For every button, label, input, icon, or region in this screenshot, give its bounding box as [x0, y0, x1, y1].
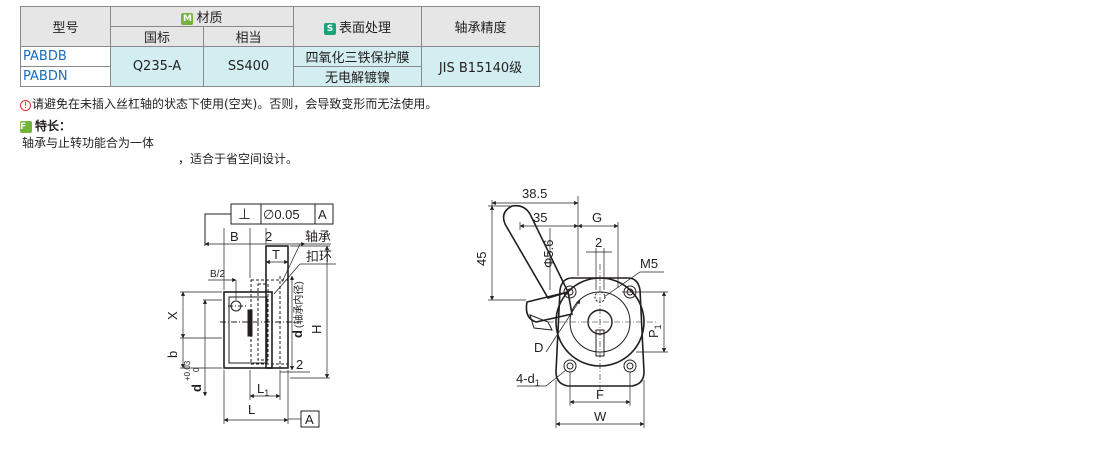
model-cell-pabdb: PABDB — [20, 46, 111, 67]
tolerance-datum: A — [318, 207, 327, 222]
dim-m5: M5 — [640, 256, 658, 271]
tolerance-value: ∅0.05 — [263, 207, 300, 222]
dim-2-bottom: 2 — [296, 357, 303, 372]
surface-badge-icon: S — [323, 23, 336, 35]
dim-4-d1: 4-d1 — [516, 371, 540, 388]
dim-x: X — [165, 311, 180, 320]
material-eq-cell: SS400 — [203, 46, 294, 87]
dim-d-inner-note: (轴承内径) — [292, 281, 305, 328]
dim-d-tol-lower: 0 — [192, 367, 201, 372]
perpendicularity-symbol: ⊥ — [238, 206, 251, 223]
material-std-cell: Q235-A — [110, 46, 204, 87]
dim-phi-5-6: Φ5.6 — [541, 240, 556, 268]
surface-cell-pabdn: 无电解镀镍 — [293, 66, 422, 87]
dim-l: L — [248, 402, 255, 417]
dim-45: 45 — [474, 252, 489, 266]
dim-h: H — [309, 325, 324, 334]
material-badge-icon: M — [181, 13, 194, 25]
side-view-drawing — [180, 203, 336, 428]
dim-d-inner: d — [290, 330, 305, 338]
header-material-std: 国标 — [110, 26, 204, 47]
usage-note: !请避免在未插入丝杠轴的状态下使用(空夹)。否则，会导致变形而无法使用。 — [20, 97, 437, 111]
dim-l1: L1 — [257, 381, 269, 398]
dim-p1: P1 — [646, 324, 663, 338]
dim-b: B — [230, 229, 239, 244]
dim-t: T — [272, 247, 280, 262]
dim-d-tol-upper: +0.03 — [183, 360, 192, 381]
dim-w: W — [594, 409, 607, 424]
dim-f: F — [596, 387, 604, 402]
header-precision: 轴承精度 — [421, 6, 540, 47]
dim-d: d — [189, 384, 204, 392]
dim-35: 35 — [533, 210, 547, 225]
datum-a-label: A — [305, 412, 314, 427]
dim-b-half: B/2 — [210, 269, 225, 280]
dim-2-top: 2 — [265, 229, 272, 244]
precision-cell: JIS B15140级 — [421, 46, 540, 87]
front-view-labels: 38.5 35 G 45 Φ5.6 2 M5 P1 D 4-d1 F W — [474, 186, 663, 424]
label-ring: 扣环 — [306, 249, 332, 264]
label-bearing: 轴承 — [305, 229, 331, 244]
model-cell-pabdn: PABDN — [20, 66, 111, 87]
front-view-drawing — [488, 196, 668, 428]
header-model: 型号 — [20, 6, 111, 47]
features-line-1: 轴承与止转功能合为一体 — [22, 136, 155, 150]
header-material-eq: 相当 — [203, 26, 294, 47]
warning-icon: ! — [20, 100, 31, 111]
features-badge-icon: F — [20, 121, 32, 133]
dim-2-right: 2 — [595, 235, 602, 250]
dim-g: G — [592, 210, 602, 225]
dim-38-5: 38.5 — [522, 186, 547, 201]
features-line-2: ，适合于省空间设计。 — [178, 152, 299, 166]
side-view-labels: ⊥ ∅0.05 A B 2 T 轴承 扣环 B/2 X b d +0.03 0 … — [165, 206, 332, 427]
dim-b-small: b — [165, 351, 180, 358]
dim-big-d: D — [534, 340, 543, 355]
